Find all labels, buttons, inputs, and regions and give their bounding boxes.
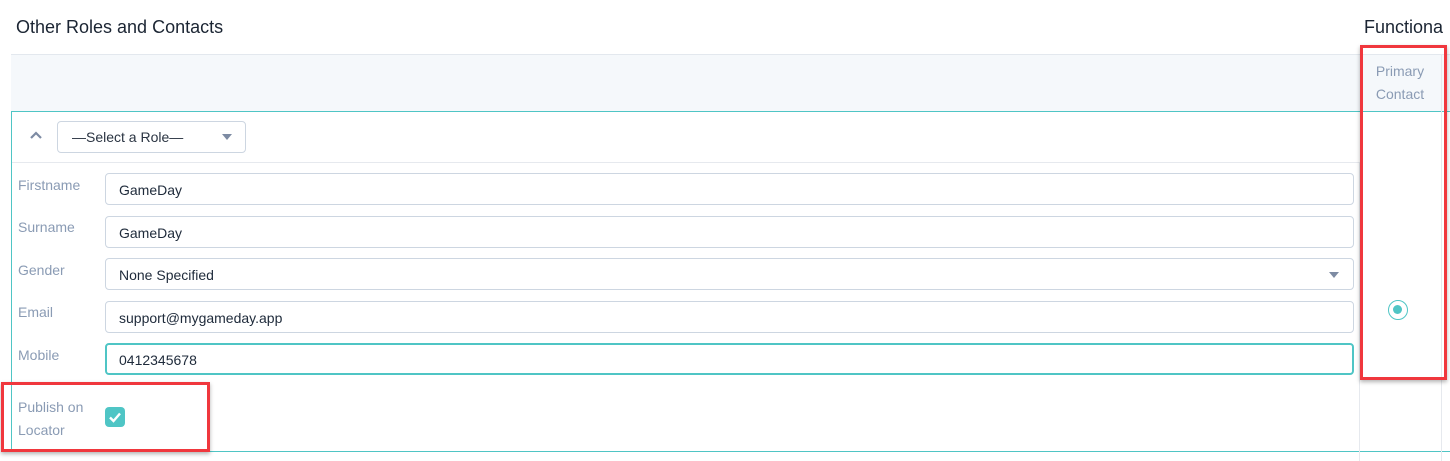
firstname-label: Firstname (18, 177, 81, 193)
role-select-value: —Select a Role— (72, 129, 184, 145)
gender-select[interactable]: None Specified (105, 258, 1354, 290)
surname-label: Surname (18, 219, 75, 235)
column-divider (1441, 54, 1442, 461)
column-divider (1359, 162, 1360, 461)
caret-down-icon (222, 134, 232, 140)
firstname-input[interactable]: GameDay (105, 173, 1354, 205)
contact-row (11, 111, 1450, 452)
surname-input[interactable]: GameDay (105, 216, 1354, 248)
primary-contact-radio[interactable] (1388, 300, 1408, 320)
chevron-up-icon[interactable] (28, 128, 44, 142)
functional-section-title: Functiona (1364, 17, 1444, 37)
divider (12, 162, 1359, 163)
caret-down-icon (1329, 272, 1339, 278)
mobile-label: Mobile (18, 347, 60, 363)
email-input[interactable]: support@mygameday.app (105, 301, 1354, 333)
publish-label: Publish on Locator (18, 399, 84, 438)
mobile-input[interactable]: 0412345678 (105, 343, 1354, 375)
gender-select-value: None Specified (119, 267, 214, 283)
gender-label: Gender (18, 262, 65, 278)
highlight-box-publish (1, 382, 210, 452)
highlight-box-primary-contact (1360, 45, 1447, 380)
checkmark-icon (109, 412, 121, 423)
publish-checkbox[interactable] (105, 407, 125, 427)
primary-contact-header: Primary Contact (1375, 63, 1425, 102)
table-header (11, 54, 1450, 112)
email-label: Email (18, 304, 54, 320)
role-select[interactable]: —Select a Role— (57, 121, 246, 153)
section-title: Other Roles and Contacts (16, 17, 224, 37)
